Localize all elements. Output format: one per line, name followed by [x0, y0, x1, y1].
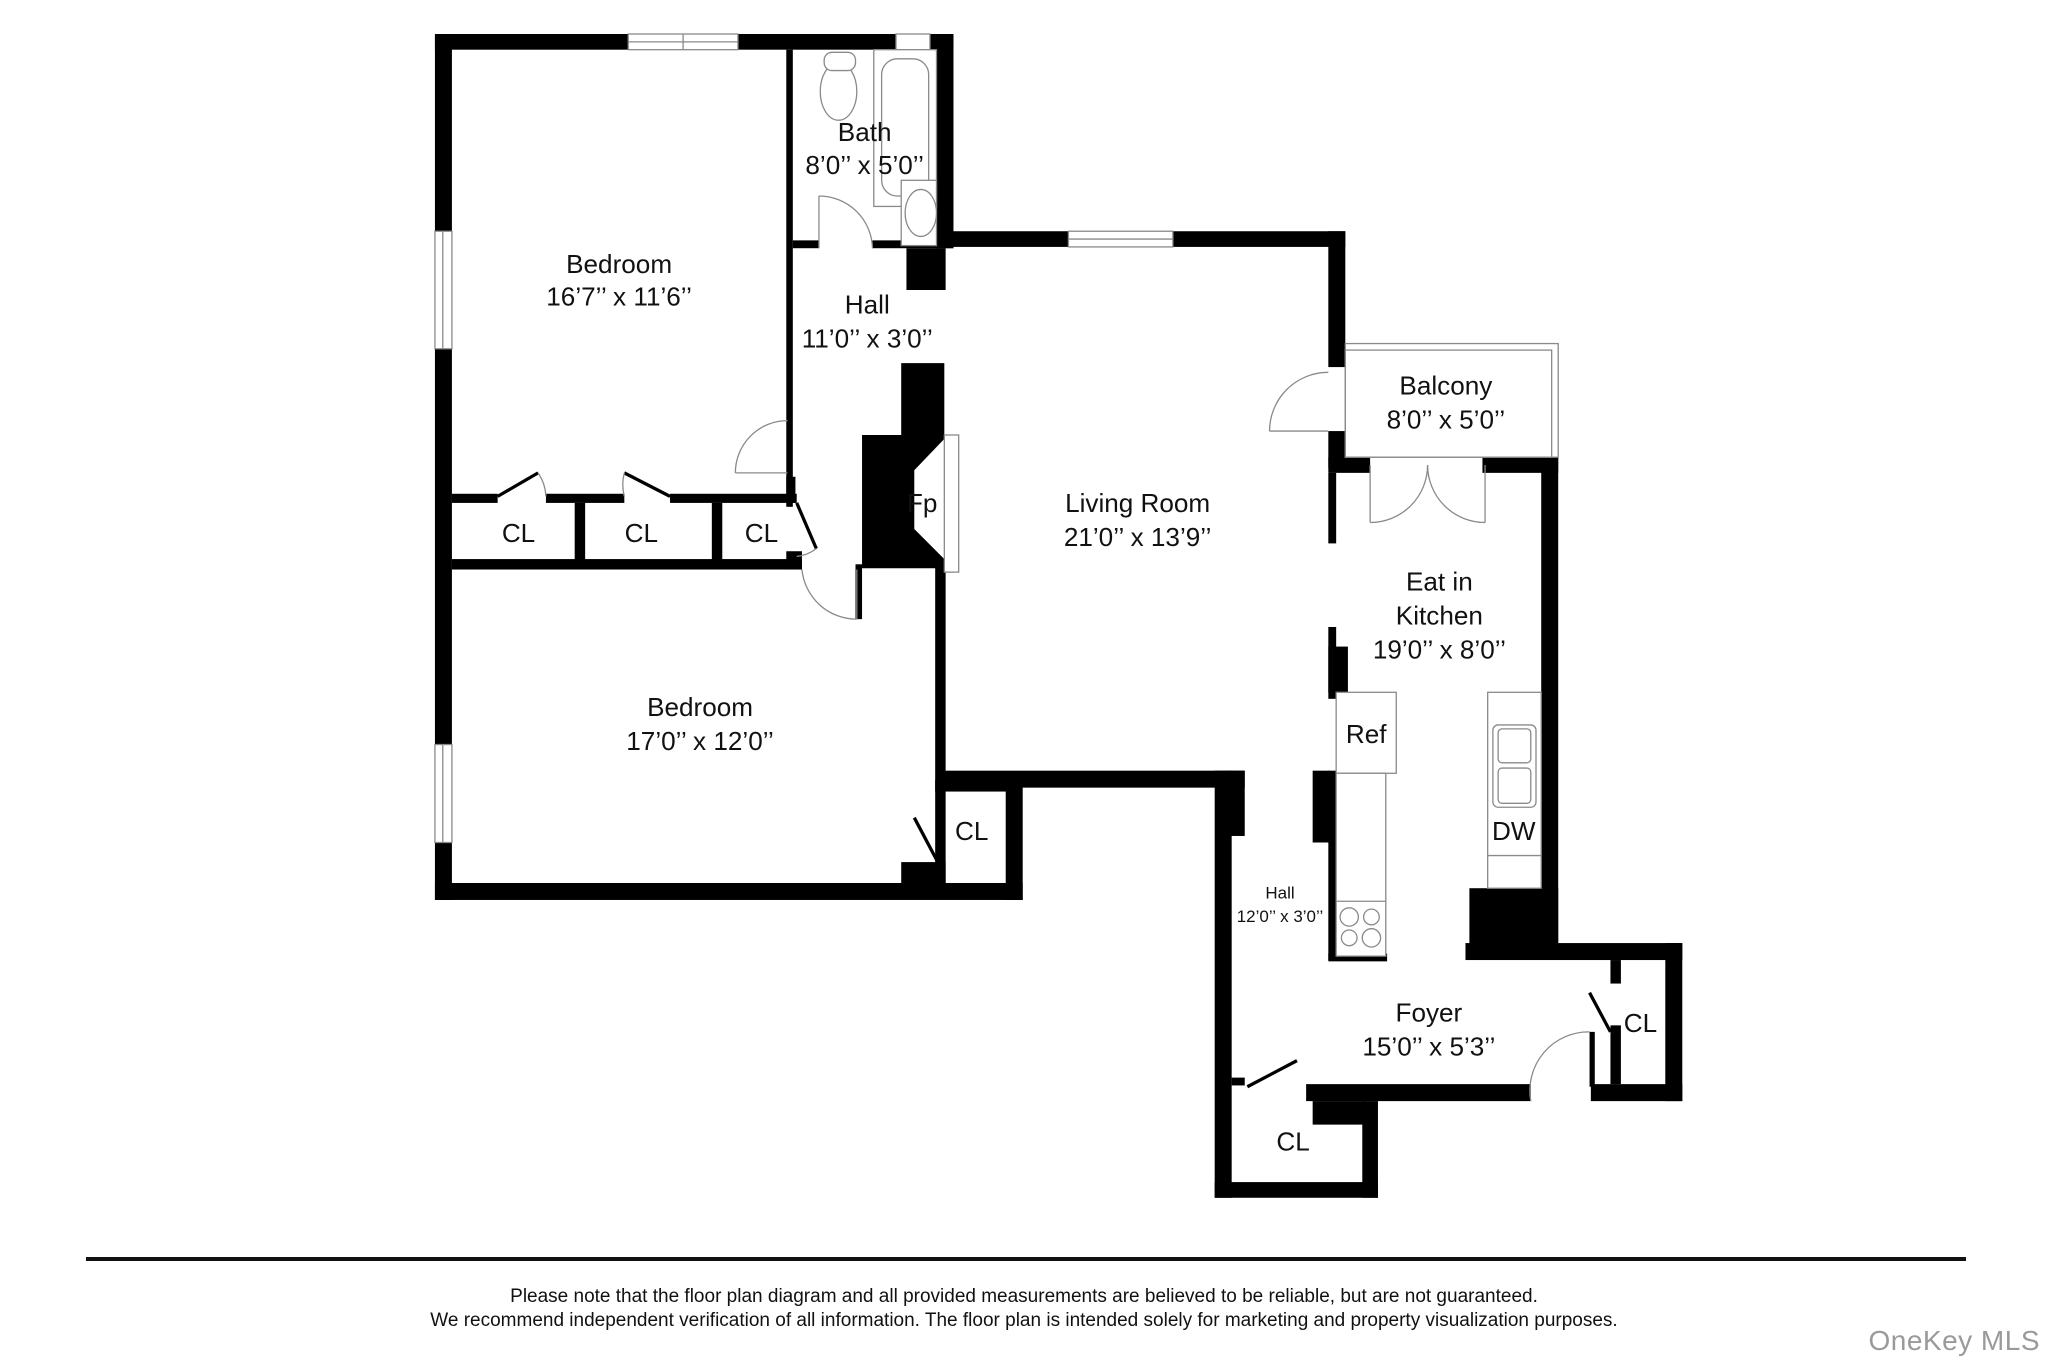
refrigerator-label: Ref	[1346, 719, 1387, 749]
room-name-foyer: Foyer	[1396, 997, 1463, 1027]
closet-label: CL	[502, 518, 535, 548]
walls	[434, 34, 1683, 1198]
room-dim-balcony: 8’0’’ x 5’0’’	[1387, 404, 1506, 434]
doors	[496, 195, 1612, 1102]
stove-icon	[1339, 907, 1382, 948]
room-name-hall-1: Hall	[845, 290, 890, 320]
room-dim-hall-2: 12’0’’ x 3’0’’	[1237, 907, 1323, 926]
room-dim-bath: 8’0’’ x 5’0’’	[805, 150, 924, 180]
room-dim-hall-1: 11’0’’ x 3’0’’	[802, 323, 933, 353]
room-name-bath: Bath	[838, 117, 892, 147]
toilet-icon	[819, 62, 858, 121]
closet-label: CL	[745, 518, 778, 548]
room-dim-kitchen: 19’0’’ x 8’0’’	[1373, 634, 1506, 664]
fireplace-label: Fp	[907, 488, 937, 518]
room-dim-living-room: 21’0’’ x 13’9’’	[1064, 522, 1212, 552]
windows	[434, 33, 1559, 844]
closet-label: CL	[625, 518, 658, 548]
room-name-bedroom-2: Bedroom	[647, 692, 753, 722]
refrigerator-box	[1335, 691, 1397, 774]
disclaimer-line-1: Please note that the floor plan diagram …	[510, 1286, 1538, 1307]
disclaimer-line-2: We recommend independent verification of…	[430, 1310, 1618, 1331]
fixtures	[819, 49, 1542, 957]
room-dim-bedroom-1: 16’7’’ x 11’6’’	[546, 282, 692, 312]
fireplace-hearth	[943, 434, 960, 573]
room-dim-foyer: 15’0’’ x 5’3’’	[1362, 1031, 1495, 1061]
dishwasher-label: DW	[1492, 816, 1536, 846]
room-dim-bedroom-2: 17’0’’ x 12’0’’	[626, 726, 774, 756]
room-name-living-room: Living Room	[1065, 488, 1210, 518]
room-name-kitchen-line1: Eat in	[1406, 566, 1473, 596]
footer-divider	[86, 1257, 1966, 1261]
room-name-bedroom-1: Bedroom	[566, 249, 672, 279]
room-name-kitchen-line2: Kitchen	[1396, 600, 1483, 630]
room-name-hall-2: Hall	[1265, 884, 1294, 903]
room-name-balcony: Balcony	[1399, 371, 1492, 401]
closet-label: CL	[955, 816, 988, 846]
onekey-mls-watermark: OneKey MLS	[1868, 1325, 2040, 1356]
closet-label: CL	[1624, 1008, 1657, 1038]
closet-label: CL	[1276, 1127, 1309, 1157]
room-labels: Bedroom 16’7’’ x 11’6’’ Bath 8’0’’ x 5’0…	[502, 117, 1657, 1157]
